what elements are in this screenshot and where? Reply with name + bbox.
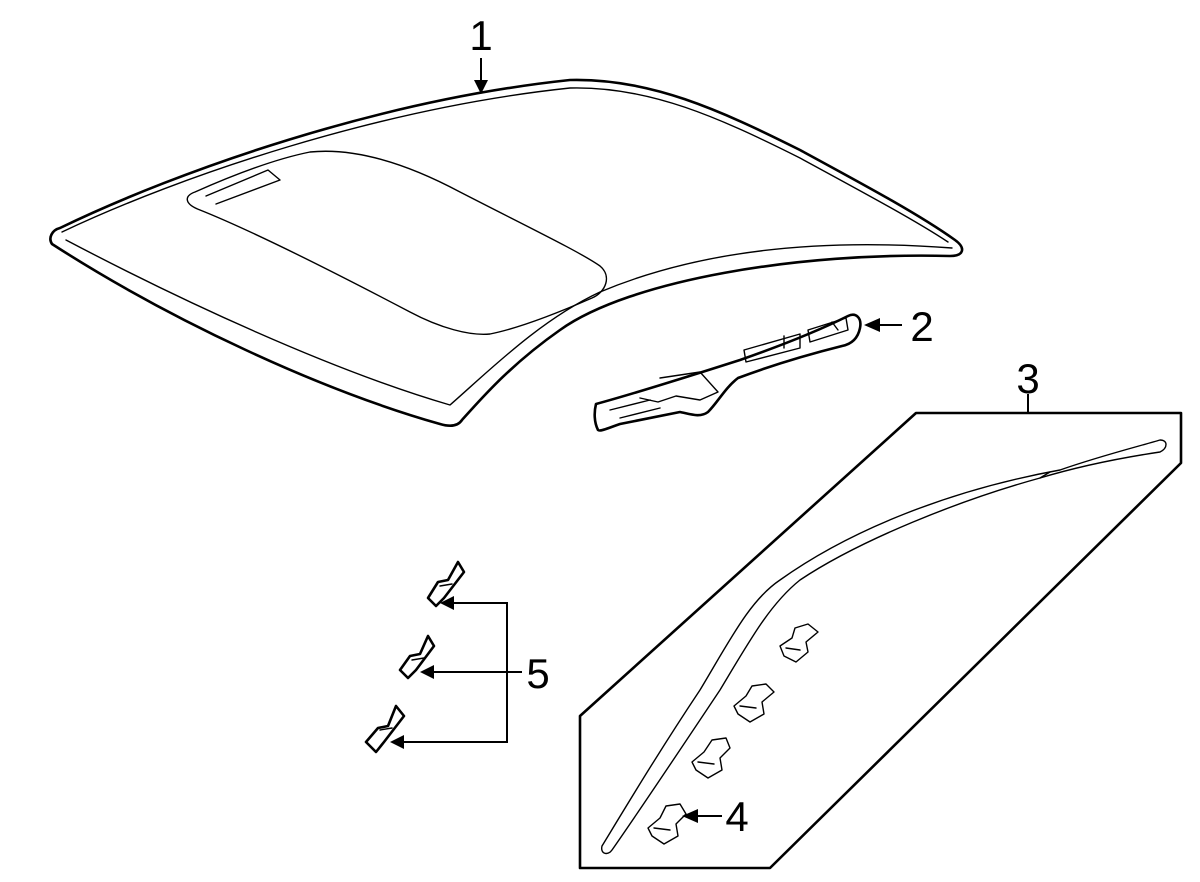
roof-panel [49, 78, 964, 427]
callout-1: 1 [469, 12, 492, 59]
molding-clips [647, 623, 819, 845]
leader-lines [390, 58, 1029, 823]
clip-callout-4 [647, 803, 687, 845]
callout-labels: 1 2 3 4 5 [469, 12, 1039, 840]
retainers [364, 560, 466, 754]
roof-molding [600, 439, 1167, 855]
roof-rail [593, 313, 862, 432]
callout-4: 4 [725, 793, 748, 840]
callout-5: 5 [526, 650, 549, 697]
molding-inset [578, 411, 1183, 870]
callout-3: 3 [1016, 355, 1039, 402]
callout-2: 2 [910, 303, 933, 350]
